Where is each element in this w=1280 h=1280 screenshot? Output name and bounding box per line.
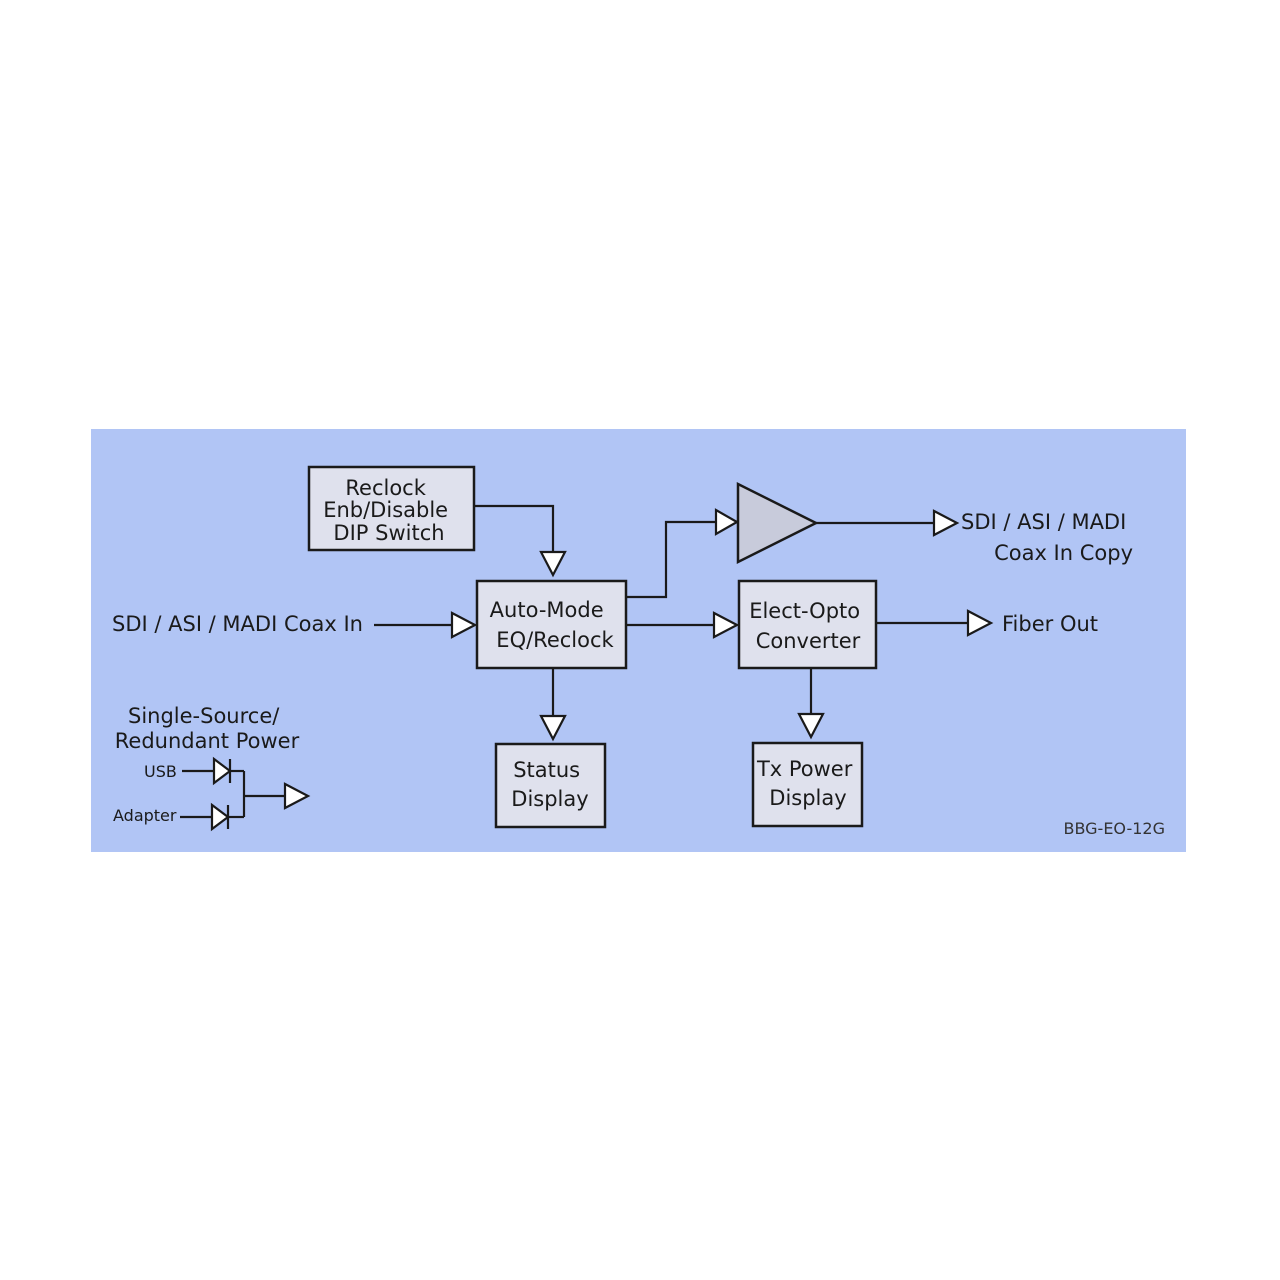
adapter-label: Adapter <box>113 806 177 825</box>
reclock-switch-label: Reclock Enb/Disable DIP Switch <box>323 476 455 545</box>
eq-to-amp-wire <box>626 520 716 599</box>
fiber-out-label: Fiber Out <box>1002 612 1098 636</box>
tx-power-display-line-1: Tx Power <box>756 757 853 781</box>
reclock-switch-line-1: Reclock <box>345 476 426 500</box>
eq-reclock-block <box>475 579 628 670</box>
coax-copy-line-2: Coax In Copy <box>994 541 1133 565</box>
coax-copy-label: SDI / ASI / MADI Coax In Copy <box>961 510 1133 565</box>
reclock-switch-line-3: DIP Switch <box>333 521 444 545</box>
converter-label: Elect-Opto Converter <box>749 599 867 653</box>
arrow-power-out <box>283 782 311 810</box>
eq-reclock-line-2: EQ/Reclock <box>496 628 614 652</box>
eq-reclock-line-1: Auto-Mode <box>490 598 604 622</box>
tx-power-display-line-2: Display <box>769 786 846 810</box>
adapter-diode-icon <box>210 802 230 832</box>
power-title-line-2: Redundant Power <box>115 729 300 753</box>
eq-reclock-label: Auto-Mode EQ/Reclock <box>490 598 615 652</box>
usb-label: USB <box>144 762 177 781</box>
arrow-fiber-out <box>966 609 994 637</box>
converter-line-2: Converter <box>756 629 861 653</box>
arrow-coax-copy-out <box>932 509 960 537</box>
converter-line-1: Elect-Opto <box>749 599 860 623</box>
status-display-label: Status Display <box>511 758 588 811</box>
model-number: BBG-EO-12G <box>1063 819 1165 838</box>
reclock-switch-block <box>307 465 476 552</box>
power-title-line-1: Single-Source/ <box>128 704 280 728</box>
reclock-to-eq-wire <box>474 504 555 552</box>
arrow-into-converter <box>712 611 740 639</box>
status-display-block <box>494 742 607 829</box>
amplifier-triangle <box>736 481 819 565</box>
arrow-into-status <box>539 714 567 742</box>
tx-power-display-label: Tx Power Display <box>756 757 859 810</box>
reclock-switch-line-2: Enb/Disable <box>323 498 448 522</box>
converter-block <box>737 579 878 670</box>
arrow-into-tx-power <box>797 712 825 740</box>
coax-copy-line-1: SDI / ASI / MADI <box>961 510 1126 534</box>
arrow-into-eq-left <box>450 611 478 639</box>
arrow-into-eq-top <box>539 550 567 578</box>
arrow-into-amp <box>714 508 740 536</box>
diagram-panel <box>91 429 1186 852</box>
coax-in-label: SDI / ASI / MADI Coax In <box>112 612 363 636</box>
status-display-line-1: Status <box>513 758 580 782</box>
power-title: Single-Source/ Redundant Power <box>115 704 300 753</box>
tx-power-display-block <box>751 741 864 828</box>
status-display-line-2: Display <box>511 787 588 811</box>
usb-diode-icon <box>212 756 232 786</box>
